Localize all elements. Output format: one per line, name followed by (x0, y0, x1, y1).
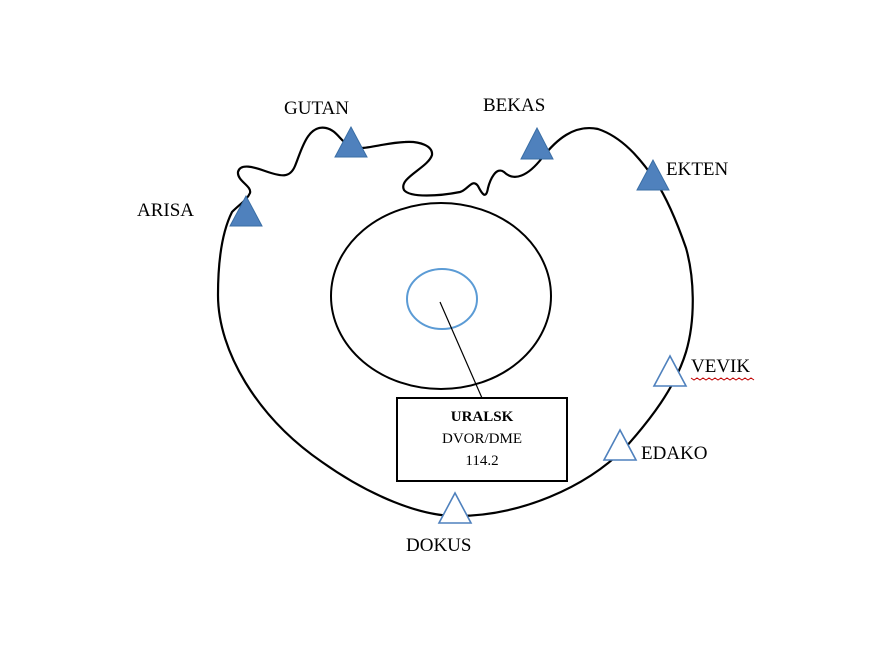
ekten-triangle-icon (636, 158, 670, 191)
station-info-box: URALSK DVOR/DME 114.2 (396, 397, 568, 482)
waypoint-label-edako: EDAKO (641, 443, 708, 464)
station-circle (406, 268, 478, 330)
waypoint-label-ekten: EKTEN (666, 159, 729, 180)
spellcheck-underline (690, 377, 755, 381)
station-frequency: 114.2 (465, 453, 499, 469)
arisa-triangle-icon (229, 194, 263, 227)
dokus-triangle-icon (437, 491, 473, 524)
waypoint-label-arisa: ARISA (137, 200, 194, 221)
bekas-triangle-icon (520, 126, 554, 160)
waypoint-label-gutan: GUTAN (284, 98, 349, 119)
edako-triangle-icon (602, 428, 638, 461)
gutan-triangle-icon (334, 125, 368, 158)
station-name: URALSK (450, 409, 514, 425)
vevik-triangle-icon (652, 354, 688, 387)
station-type: DVOR/DME (441, 431, 522, 447)
waypoint-label-bekas: BEKAS (483, 95, 545, 116)
station-leader-line (439, 301, 483, 399)
waypoint-label-dokus: DOKUS (406, 535, 471, 556)
middle-circle (330, 202, 552, 390)
waypoint-label-vevik: VEVIK (691, 356, 750, 377)
